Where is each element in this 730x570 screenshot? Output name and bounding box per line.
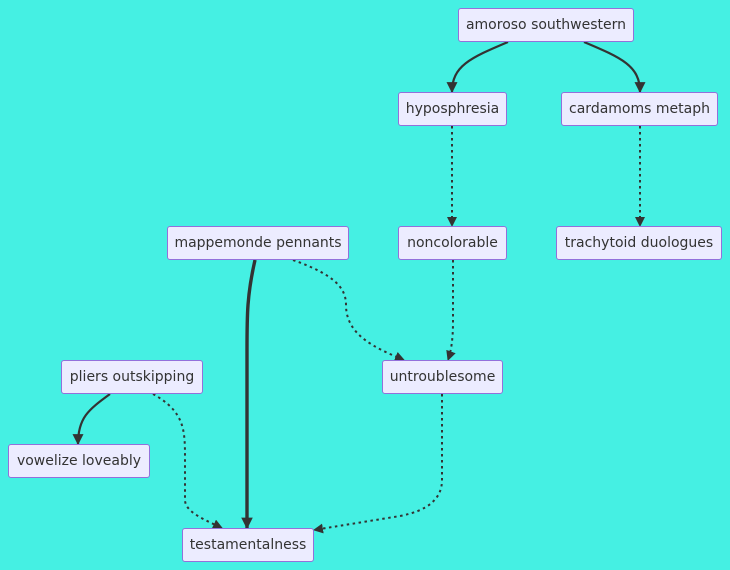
edge-pliers-to-vowelize [72, 393, 111, 446]
node-untroublesome[interactable]: untroublesome [382, 360, 503, 394]
edge-untroublesome-to-testamentalness [313, 394, 443, 534]
node-testamentalness[interactable]: testamentalness [182, 528, 314, 562]
edge-mappemonde-to-testamentalness [241, 259, 257, 530]
node-cardamoms-metaph[interactable]: cardamoms metaph [561, 92, 718, 126]
node-vowelize-loveably[interactable]: vowelize loveably [8, 444, 150, 478]
node-pliers-outskipping[interactable]: pliers outskipping [61, 360, 203, 394]
edge-noncolorable-to-untroublesome [446, 260, 456, 361]
node-mappemonde-pennants[interactable]: mappemonde pennants [167, 226, 349, 260]
node-trachytoid-duologues[interactable]: trachytoid duologues [556, 226, 722, 260]
node-amoroso-southwestern[interactable]: amoroso southwestern [458, 8, 634, 42]
node-noncolorable[interactable]: noncolorable [398, 226, 507, 260]
edge-pliers-to-testamentalness [152, 393, 223, 529]
edge-amoroso-to-hyposphresia [446, 40, 509, 94]
node-hyposphresia[interactable]: hyposphresia [398, 92, 507, 126]
edge-mappemonde-to-untroublesome [292, 259, 405, 362]
edge-amoroso-to-cardamoms [583, 40, 646, 94]
